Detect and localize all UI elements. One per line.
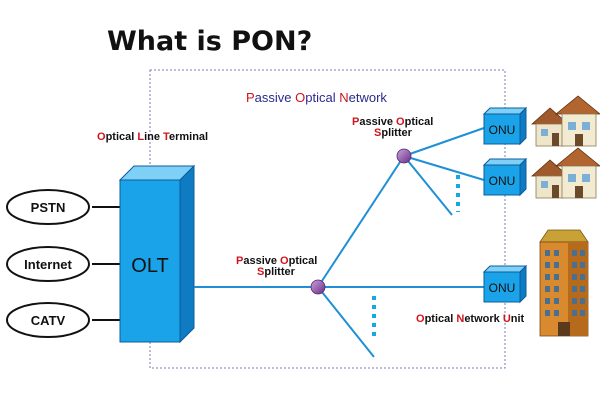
onu-1: ONU <box>482 106 528 146</box>
onu-2-side <box>519 157 527 197</box>
onu-1-label: ONU <box>489 123 516 137</box>
onu-1-side <box>519 106 527 146</box>
onu-2: ONU <box>482 157 528 197</box>
fiber-splitter-branch <box>317 286 375 358</box>
service-catv-ellipse <box>6 302 90 338</box>
onu-caption: Optical Network Unit <box>416 313 525 325</box>
fiber-splitter-splitter <box>317 155 405 288</box>
onu-3-top <box>482 265 528 273</box>
service-links <box>92 206 120 321</box>
service-catv: CATV <box>6 302 90 338</box>
house-icon <box>530 147 600 199</box>
network-label: Passive Optical Network <box>246 90 387 105</box>
olt-label: OLT <box>131 255 168 277</box>
service-pstn-ellipse <box>6 189 90 225</box>
house-icon <box>530 95 600 147</box>
service-internet-ellipse <box>6 246 90 282</box>
onu-3-label: ONU <box>489 281 516 295</box>
onu-2-label: ONU <box>489 174 516 188</box>
onu-2-top <box>482 158 528 166</box>
onu-1-front <box>483 113 521 145</box>
fiber-splitter-branch-2 <box>403 155 453 216</box>
olt-caption: Optical Line Terminal <box>97 131 208 143</box>
splitter-top-node <box>396 148 412 164</box>
splitter-bottom-label: Passive Optical Splitter <box>236 255 320 278</box>
olt-front <box>119 179 181 343</box>
onu-3: ONU <box>482 264 528 304</box>
onu-3-front <box>483 271 521 303</box>
onu-3-side <box>519 264 527 304</box>
service-pstn-label: PSTN <box>31 200 66 215</box>
olt-side <box>179 164 195 344</box>
service-pstn: PSTN <box>6 189 90 225</box>
page-title: What is PON? <box>107 26 312 57</box>
olt-box: OLT <box>118 164 196 344</box>
onu-2-front <box>483 164 521 196</box>
service-catv-label: CATV <box>31 313 66 328</box>
fiber-links <box>194 127 485 358</box>
fiber-splitter-onu2 <box>403 155 485 181</box>
fiber-splitter-onu1 <box>403 127 485 157</box>
service-internet-label: Internet <box>24 257 72 272</box>
splitter-top-label: Passive Optical Splitter <box>352 116 436 139</box>
onu-1-top <box>482 107 528 115</box>
service-internet: Internet <box>6 246 90 282</box>
splitter-bottom-node <box>310 279 326 295</box>
office-building-icon <box>539 229 589 337</box>
